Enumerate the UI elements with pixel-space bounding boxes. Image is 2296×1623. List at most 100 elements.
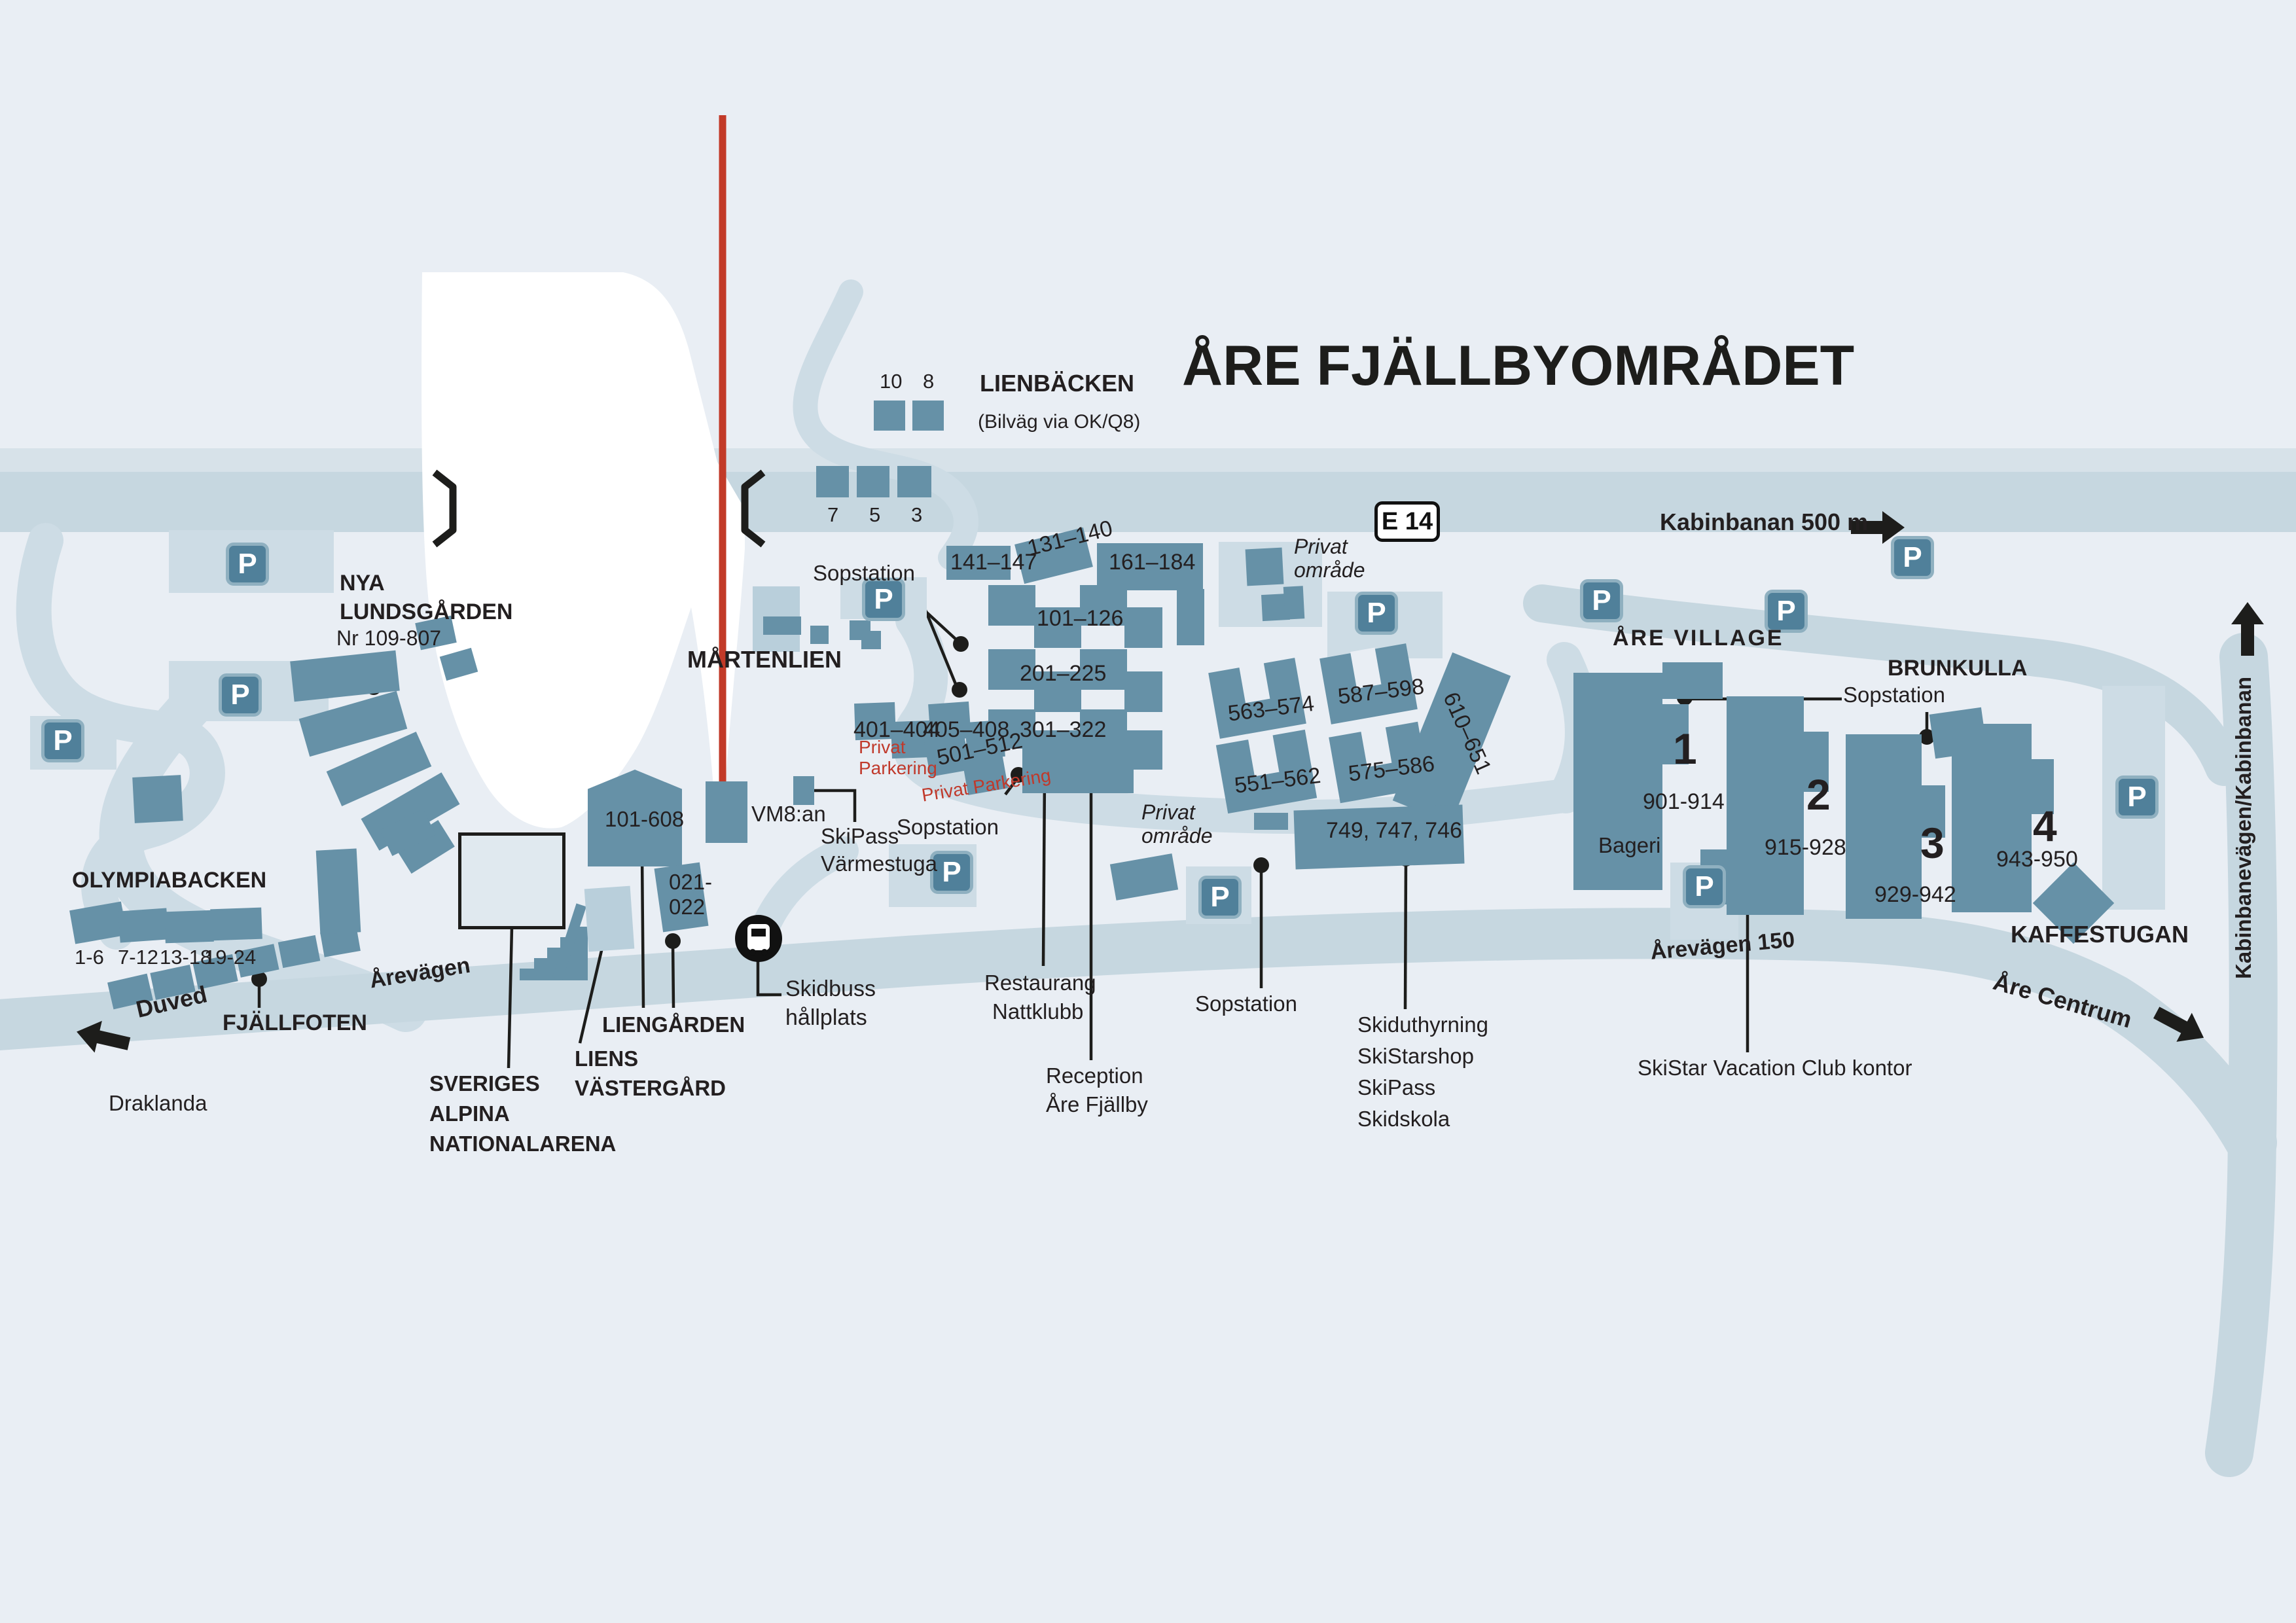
label-lienbacken: LIENBÄCKEN (980, 370, 1135, 397)
building (706, 781, 747, 843)
bldg-label-3: 3 (911, 503, 923, 526)
label-vm8an: VM8:an (751, 802, 826, 826)
leader-line (1041, 776, 1047, 967)
label-kabinbanan-500m: Kabinbanan 500 m (1660, 508, 1869, 535)
label-skistar-vacation-club: SkiStar Vacation Club kontor (1638, 1056, 1912, 1080)
bldg-label-8: 8 (923, 370, 935, 393)
bldg-label-401-404: 401–404 (853, 717, 941, 742)
label-sopstation-1: Sopstation (813, 561, 915, 585)
label-reception: Reception (1046, 1063, 1143, 1088)
building (1661, 704, 1689, 764)
building (315, 848, 361, 935)
building (1177, 589, 1204, 645)
building (1080, 649, 1127, 690)
label-brunkulla: BRUNKULLA (1888, 656, 2028, 681)
building (1283, 586, 1305, 620)
bldg-label-929-942: 929-942 (1874, 882, 1956, 907)
building (1803, 732, 1829, 792)
label-kabinbanevagen: Kabinbanevägen/Kabinbanan (2231, 676, 2255, 979)
building (946, 546, 1011, 580)
leader-line (640, 854, 645, 1008)
building (1662, 662, 1723, 699)
bldg-label-5: 5 (869, 503, 881, 526)
bldg-label-7: 7 (827, 503, 839, 526)
bus-window (751, 929, 766, 936)
label-privat-parkering-1: Privat (859, 737, 906, 757)
parking-icon: P (1580, 579, 1623, 622)
village-number-4: 4 (2033, 802, 2057, 850)
parking-icon: P (219, 673, 262, 717)
leader-line (756, 961, 781, 997)
bldg-label-915-928: 915-928 (1765, 835, 1846, 860)
bldg-label-101-608: 101-608 (605, 807, 685, 831)
building (857, 466, 889, 497)
kabinbanevagen-arrow-icon (2231, 602, 2264, 656)
road-bracket-icon (741, 469, 766, 548)
bldg-label-749-747-746: 749, 747, 746 (1326, 818, 1462, 843)
building (1124, 671, 1162, 712)
village-number-2: 2 (1806, 770, 1831, 819)
building (816, 466, 849, 497)
bldg-label-19-24: 19-24 (204, 946, 257, 969)
label-bilvag-via-okq8: (Bilväg via OK/Q8) (978, 411, 1141, 433)
building (1034, 607, 1081, 648)
arena-outline (458, 832, 565, 929)
bldg-label-901-914: 901-914 (1643, 789, 1725, 814)
building (988, 649, 1035, 690)
village-number-3: 3 (1920, 819, 1945, 867)
leader-line (804, 789, 857, 822)
label-liens: LIENS (575, 1046, 639, 1071)
road-bracket-icon (432, 469, 457, 548)
bldg-label-10: 10 (880, 370, 903, 393)
building (2030, 759, 2054, 814)
kabinbanan-arrow-icon (1851, 511, 1905, 544)
label-nattklubb: Nattklubb (992, 999, 1084, 1024)
label-privat-omrade-2: Privat (1141, 800, 1195, 824)
label-privat-omrade-2b: område (1141, 824, 1213, 847)
leader-line (1403, 859, 1408, 1010)
building (810, 626, 829, 644)
building (1254, 813, 1288, 830)
parking-icon: P (1198, 876, 1242, 919)
e14-road-sign: E 14 (1374, 501, 1440, 542)
label-skipass-varmestuga-2: Värmestuga (821, 851, 937, 876)
village-road (1523, 584, 2243, 786)
bus-wheel (761, 949, 768, 955)
label-draklanda: Draklanda (109, 1091, 207, 1115)
parking-icon: P (2115, 776, 2159, 819)
parking-icon: P (41, 719, 84, 762)
building (118, 908, 169, 943)
parking-icon: P (862, 578, 905, 621)
e14-road (0, 472, 2296, 532)
label-hallplats: hållplats (785, 1005, 867, 1030)
e14-road-upper (0, 448, 2296, 472)
leader-dot (1919, 729, 1935, 745)
label-bageri: Bageri (1598, 833, 1661, 857)
bldg-label-201-225: 201–225 (1020, 661, 1107, 686)
village-number-1: 1 (1673, 724, 1697, 773)
label-privat-omrade-1: Privat (1294, 535, 1348, 558)
label-nationalarena: NATIONALARENA (429, 1132, 617, 1156)
building (763, 616, 801, 635)
label-skidskola: Skidskola (1357, 1107, 1450, 1131)
building (1022, 737, 1134, 793)
label-skipass-varmestuga: SkiPass (821, 824, 899, 848)
parking-icon: P (1355, 592, 1398, 635)
building (1245, 547, 1284, 586)
building (1124, 607, 1162, 648)
kabinbanevagen-road (2205, 633, 2278, 1477)
label-privat-omrade-1b: område (1294, 558, 1365, 582)
label-olympiabacken: OLYMPIABACKEN (72, 868, 267, 893)
bus-body (747, 924, 770, 950)
label-liengarden: LIENGÅRDEN (602, 1012, 745, 1037)
bus-wheel (749, 949, 756, 955)
label-nya-lundsgarden-2: LUNDSGÅRDEN (340, 599, 513, 624)
label-martenlien: MÅRTENLIEN (687, 646, 842, 673)
label-alpina: ALPINA (429, 1101, 510, 1126)
label-restaurang: Restaurang (984, 971, 1096, 995)
parking-icon: P (1683, 865, 1726, 908)
building (897, 466, 931, 497)
ski-slope (422, 272, 745, 829)
